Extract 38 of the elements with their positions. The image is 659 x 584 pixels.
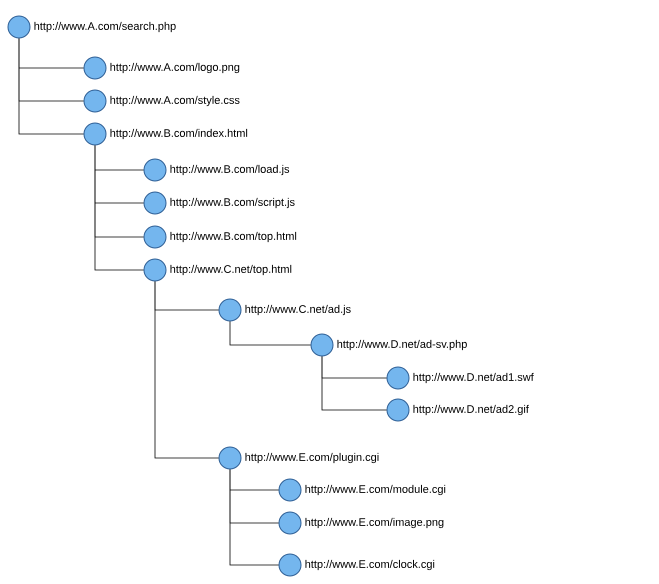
node-label: http://www.C.net/ad.js (245, 304, 351, 316)
url-node: http://www.D.net/ad1.swf (386, 366, 534, 390)
node-label: http://www.E.com/image.png (305, 518, 444, 528)
url-node: http://www.A.com/search.php (8, 16, 176, 38)
node-label: http://www.A.com/style.css (110, 96, 240, 106)
url-node: http://www.C.net/top.html (144, 258, 292, 282)
url-node: http://www.B.com/top.html (144, 226, 296, 248)
node-label: http://www.B.com/index.html (110, 128, 248, 140)
connector-line (18, 38, 84, 134)
url-node: http://www.E.com/clock.cgi (278, 554, 434, 576)
node-label: http://www.B.com/top.html (170, 232, 296, 242)
connector-line (94, 145, 144, 270)
node-label: http://www.D.net/ad2.gif (413, 404, 529, 416)
url-node: http://www.B.com/script.js (144, 192, 295, 214)
url-node: http://www.E.com/plugin.cgi (218, 446, 378, 470)
url-node: http://www.D.net/ad2.gif (386, 398, 529, 422)
node-label: http://www.D.net/ad1.swf (413, 372, 534, 384)
node-label: http://www.A.com/logo.png (110, 62, 240, 74)
node-label: http://www.E.com/clock.cgi (305, 560, 434, 570)
connector-line (230, 321, 311, 346)
url-node: http://www.E.com/image.png (278, 512, 444, 534)
url-node: http://www.D.net/ad-sv.php (310, 334, 467, 356)
node-label: http://www.C.net/top.html (170, 264, 292, 276)
node-label: http://www.E.com/module.cgi (305, 484, 446, 496)
url-node: http://www.B.com/load.js (144, 158, 290, 182)
node-label: http://www.E.com/plugin.cgi (245, 452, 378, 464)
node-label: http://www.B.com/load.js (170, 164, 290, 176)
node-label: http://www.B.com/script.js (170, 198, 295, 208)
connector-line (154, 281, 219, 458)
url-node: http://www.B.com/index.html (84, 122, 248, 146)
node-label: http://www.A.com/search.php (34, 22, 176, 32)
url-node: http://www.A.com/logo.png (84, 56, 240, 80)
connector-line (230, 469, 279, 566)
url-node: http://www.E.com/module.cgi (278, 478, 446, 502)
url-node: http://www.C.net/ad.js (218, 298, 351, 322)
url-node: http://www.A.com/style.css (84, 90, 240, 112)
connector-line (322, 356, 387, 410)
node-label: http://www.D.net/ad-sv.php (337, 340, 467, 350)
